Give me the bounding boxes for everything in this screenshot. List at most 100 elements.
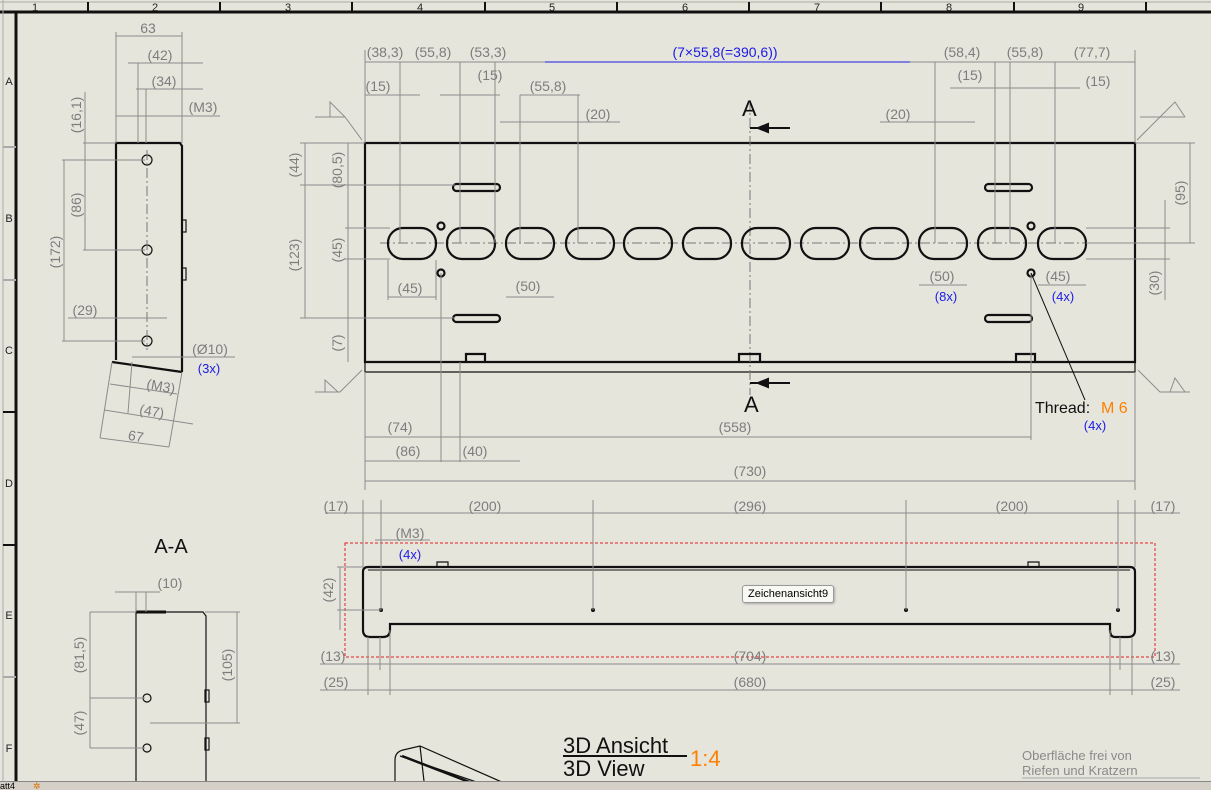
svg-text:Riefen und Kratzern: Riefen und Kratzern bbox=[1022, 763, 1138, 778]
dimension-label[interactable]: (50) bbox=[516, 278, 541, 294]
svg-text:9: 9 bbox=[1078, 2, 1084, 14]
dimension-label[interactable]: (25) bbox=[1151, 674, 1176, 690]
dimension-label[interactable]: (40) bbox=[463, 443, 488, 459]
dimension-label[interactable]: (53,3) bbox=[470, 44, 507, 60]
dimension-label[interactable]: (704) bbox=[734, 648, 767, 664]
dimension-label[interactable]: (38,3) bbox=[367, 44, 404, 60]
dimension-label[interactable]: (45) bbox=[329, 238, 345, 263]
section-mark-a-top[interactable]: A bbox=[742, 96, 757, 121]
dimension-label[interactable]: (15) bbox=[958, 67, 983, 83]
dimension-label[interactable]: (296) bbox=[734, 498, 767, 514]
add-sheet-icon[interactable]: ✲ bbox=[33, 781, 41, 790]
dimension-label[interactable]: (7) bbox=[329, 334, 345, 351]
dimension-label[interactable]: (86) bbox=[396, 443, 421, 459]
dimension-label[interactable]: (55,8) bbox=[530, 78, 567, 94]
svg-text:A: A bbox=[5, 76, 13, 88]
3d-view[interactable]: 3D Ansicht 3D View 1:4 bbox=[394, 733, 721, 790]
dimension-label[interactable]: (95) bbox=[1172, 181, 1188, 206]
dimension-label[interactable]: (42) bbox=[148, 47, 173, 63]
dimension-label[interactable]: (44) bbox=[286, 153, 302, 178]
dimension-label[interactable]: 67 bbox=[127, 427, 145, 445]
dimension-label[interactable]: (29) bbox=[73, 302, 98, 318]
top-view[interactable]: (38,3) (55,8) (53,3) (7×55,8(=390,6)) (5… bbox=[286, 44, 1195, 490]
dimension-label[interactable]: (15) bbox=[478, 67, 503, 83]
dimension-label[interactable]: (34) bbox=[152, 73, 177, 89]
count-label: (3x) bbox=[198, 361, 220, 376]
front-view[interactable]: (17) (200) (296) (200) (17) (M3) (4x) (4… bbox=[320, 498, 1180, 695]
svg-text:C: C bbox=[5, 345, 13, 357]
dimension-label[interactable]: (77,7) bbox=[1074, 44, 1111, 60]
dimension-label-pattern[interactable]: (7×55,8(=390,6)) bbox=[672, 44, 777, 60]
dimension-label[interactable]: (80,5) bbox=[329, 152, 345, 189]
dimension-label[interactable]: (25) bbox=[324, 674, 349, 690]
sheet-tab-bar[interactable]: att4 ✲ bbox=[0, 781, 1211, 790]
svg-text:8: 8 bbox=[946, 2, 952, 14]
svg-text:5: 5 bbox=[549, 2, 555, 14]
svg-text:E: E bbox=[5, 610, 12, 622]
thread-label[interactable]: Thread: bbox=[1035, 400, 1090, 417]
dimension-label[interactable]: (123) bbox=[286, 239, 302, 272]
dimension-label[interactable]: (15) bbox=[366, 78, 391, 94]
svg-text:3: 3 bbox=[285, 2, 291, 14]
dimension-label[interactable]: (47) bbox=[71, 711, 87, 736]
dimension-label[interactable]: (55,8) bbox=[415, 44, 452, 60]
section-mark-a-bottom[interactable]: A bbox=[744, 392, 759, 417]
view-scale[interactable]: 1:4 bbox=[690, 746, 721, 771]
view-title-en: 3D View bbox=[563, 756, 645, 781]
dimension-label[interactable]: (55,8) bbox=[1007, 44, 1044, 60]
count-label: (8x) bbox=[935, 289, 957, 304]
dimension-label[interactable]: (15) bbox=[1086, 73, 1111, 89]
side-view[interactable]: 63 (42) (34) (M3) (16,1) (86) (172) (29)… bbox=[47, 20, 235, 448]
dimension-label[interactable]: 63 bbox=[140, 20, 156, 36]
view-selection-frame bbox=[344, 542, 1156, 658]
dimension-label[interactable]: (74) bbox=[388, 419, 413, 435]
section-view-a-a[interactable]: A-A (10) (81,5) (105) (47) bbox=[71, 536, 240, 785]
dimension-label[interactable]: (730) bbox=[734, 463, 767, 479]
dimension-label[interactable]: (45) bbox=[398, 280, 423, 296]
dimension-label[interactable]: (200) bbox=[996, 498, 1029, 514]
svg-text:7: 7 bbox=[814, 2, 820, 14]
dimension-label[interactable]: (200) bbox=[469, 498, 502, 514]
dimension-label[interactable]: (20) bbox=[886, 106, 911, 122]
dimension-label[interactable]: (86) bbox=[68, 193, 84, 218]
svg-text:2: 2 bbox=[152, 2, 158, 14]
thread-value[interactable]: M 6 bbox=[1101, 400, 1128, 417]
svg-text:6: 6 bbox=[682, 2, 688, 14]
dimension-label[interactable]: (13) bbox=[1151, 648, 1176, 664]
dimension-label[interactable]: (20) bbox=[586, 106, 611, 122]
dimension-label[interactable]: (16,1) bbox=[68, 97, 84, 134]
dimension-label[interactable]: (10) bbox=[158, 575, 183, 591]
dimension-label[interactable]: (558) bbox=[719, 419, 752, 435]
dimension-label[interactable]: (M3) bbox=[396, 525, 425, 541]
dimension-label[interactable]: (47) bbox=[138, 401, 165, 421]
dimension-label[interactable]: (30) bbox=[1146, 271, 1162, 296]
dimension-label[interactable]: (172) bbox=[47, 236, 63, 269]
dimension-label[interactable]: (13) bbox=[321, 648, 346, 664]
dimension-label[interactable]: (17) bbox=[1151, 498, 1176, 514]
dimension-label[interactable]: (58,4) bbox=[944, 44, 981, 60]
dimension-label[interactable]: (M3) bbox=[189, 99, 218, 115]
dimension-label[interactable]: (81,5) bbox=[71, 637, 87, 674]
sheet-tab[interactable]: att4 bbox=[0, 781, 16, 790]
surface-note[interactable]: Oberfläche frei von Riefen und Kratzern bbox=[1022, 748, 1200, 779]
svg-text:B: B bbox=[5, 213, 12, 225]
view-tooltip: Zeichenansicht9 bbox=[742, 585, 835, 603]
dimension-label[interactable]: (17) bbox=[324, 498, 349, 514]
count-label: (4x) bbox=[1052, 289, 1074, 304]
svg-text:1: 1 bbox=[32, 2, 38, 14]
dimension-label[interactable]: (Ø10) bbox=[192, 341, 228, 357]
svg-text:Oberfläche frei von: Oberfläche frei von bbox=[1022, 748, 1132, 763]
dimension-label[interactable]: (105) bbox=[219, 649, 235, 682]
view-title-de: 3D Ansicht bbox=[563, 733, 668, 758]
dimension-label[interactable]: (680) bbox=[734, 674, 767, 690]
dimension-label[interactable]: (42) bbox=[320, 578, 336, 603]
dimension-label[interactable]: (50) bbox=[930, 268, 955, 284]
dimension-label[interactable]: (M3) bbox=[145, 376, 176, 397]
dimension-label[interactable]: (45) bbox=[1046, 268, 1071, 284]
svg-text:F: F bbox=[6, 743, 13, 755]
svg-text:D: D bbox=[5, 478, 13, 490]
